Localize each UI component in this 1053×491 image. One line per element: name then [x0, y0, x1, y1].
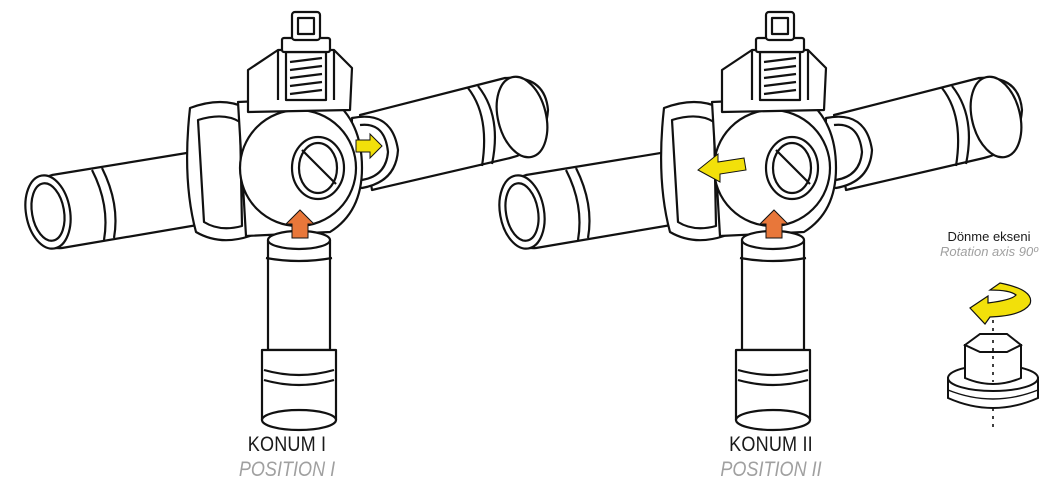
outflow-arrow-icon [697, 152, 747, 183]
position-label-en: POSITION II [720, 458, 822, 481]
position-label-tr: KONUM II [729, 433, 813, 456]
rotation-label-tr: Dönme ekseni [947, 229, 1031, 244]
rotation-axis-label: Dönme ekseni Rotation axis 90º [925, 229, 1053, 259]
outflow-arrow-icon [355, 132, 383, 160]
valve-position-2 [492, 10, 1031, 432]
rotate-arrow-icon [969, 282, 1032, 325]
caption-position-2: KONUM II POSITION II [651, 433, 891, 482]
position-label-tr: KONUM I [247, 433, 327, 456]
rotation-axis-illustration [947, 282, 1039, 430]
position-label-en: POSITION I [238, 458, 336, 481]
caption-position-1: KONUM I POSITION I [167, 433, 407, 482]
rotation-label-en: Rotation axis 90º [940, 244, 1038, 259]
valve-position-1 [18, 10, 557, 432]
